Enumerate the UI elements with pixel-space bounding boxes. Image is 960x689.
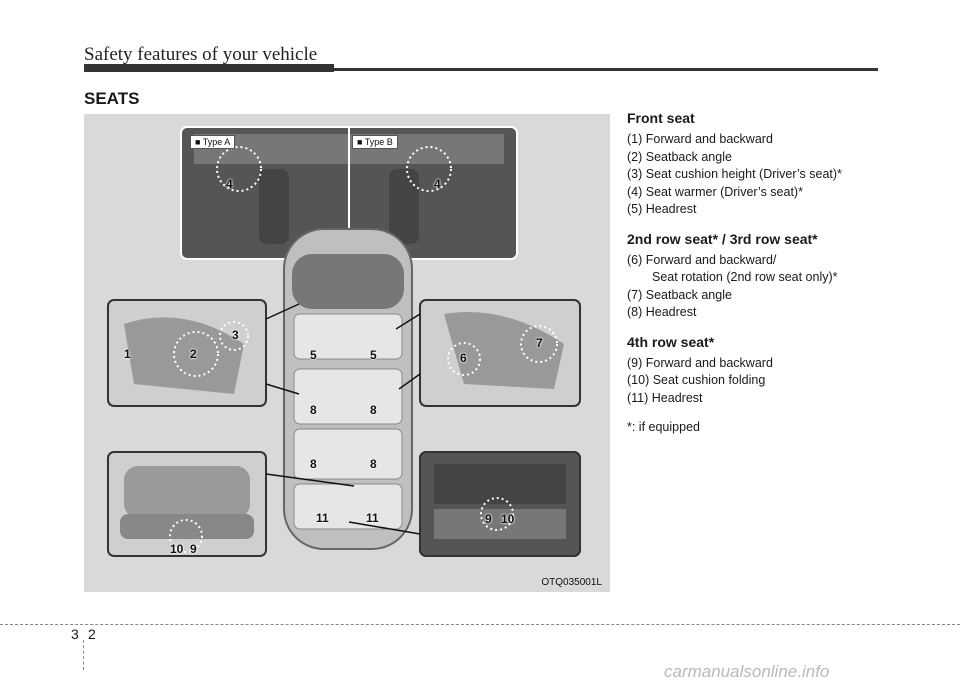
callout-8-a: 8 — [310, 403, 317, 417]
second-third-item: (8) Headrest — [627, 305, 697, 319]
front-seat-item: (1) Forward and backward — [627, 132, 773, 146]
callout-3: 3 — [232, 328, 239, 342]
fourth-row-item: (9) Forward and backward — [627, 355, 773, 370]
callout-1: 1 — [124, 347, 131, 361]
callout-11-left: 11 — [316, 511, 329, 525]
header-rule — [84, 68, 878, 71]
watermark: carmanualsonline.info — [664, 662, 830, 681]
seat-descriptions: Front seat (1) Forward and backward (2) … — [627, 110, 937, 437]
callout-8-c: 8 — [310, 457, 317, 471]
figure-code: OTQ035001L — [541, 577, 602, 588]
running-title: Safety features of your vehicle — [84, 44, 318, 65]
callout-2: 2 — [190, 347, 197, 361]
second-third-heading: 2nd row seat* / 3rd row seat* — [627, 230, 818, 247]
front-seat-item: (3) Seat cushion height (Driver’s seat)* — [627, 167, 842, 181]
second-third-item: (7) Seatback angle — [627, 287, 732, 302]
front-seat-item: (5) Headrest — [627, 202, 697, 216]
callout-10-bench: 10 — [170, 542, 184, 556]
fourth-row-heading: 4th row seat* — [627, 333, 715, 350]
chapter-number: 3 — [71, 626, 79, 642]
callout-5-right: 5 — [370, 348, 377, 362]
seats-illustration — [107, 126, 581, 557]
callout-11-right: 11 — [366, 511, 379, 525]
callout-5-left: 5 — [310, 348, 317, 362]
front-seat-item: (4) Seat warmer (Driver’s seat)* — [627, 184, 803, 199]
page-number: 2 — [88, 626, 96, 642]
callout-10-trunk: 10 — [501, 512, 515, 526]
callout-4-type-b: 4 — [434, 177, 441, 191]
section-title: SEATS — [84, 89, 140, 108]
second-third-item-cont: Seat rotation (2nd row seat only)* — [652, 270, 838, 284]
type-b-label: ■ Type B — [352, 135, 398, 149]
fourth-row-item: (11) Headrest — [627, 390, 703, 405]
callout-4-type-a: 4 — [226, 177, 233, 191]
second-third-item: (6) Forward and backward/ — [627, 252, 777, 267]
front-seat-item: (2) Seatback angle — [627, 149, 732, 164]
footer-divider — [83, 640, 84, 670]
equipped-note: *: if equipped — [627, 420, 700, 434]
front-seat-heading: Front seat — [627, 110, 695, 126]
callout-8-b: 8 — [370, 403, 377, 417]
callout-7: 7 — [536, 336, 543, 350]
fourth-row-item: (10) Seat cushion folding — [627, 373, 766, 387]
seats-figure: ■ Type A ■ Type B 1 2 3 4 4 5 5 6 7 8 8 … — [84, 114, 610, 592]
callout-8-d: 8 — [370, 457, 377, 471]
callout-6: 6 — [460, 351, 467, 365]
type-a-label: ■ Type A — [190, 135, 236, 149]
footer-rule — [0, 624, 960, 625]
callout-9-trunk: 9 — [485, 512, 492, 526]
callout-9-bench: 9 — [190, 542, 197, 556]
